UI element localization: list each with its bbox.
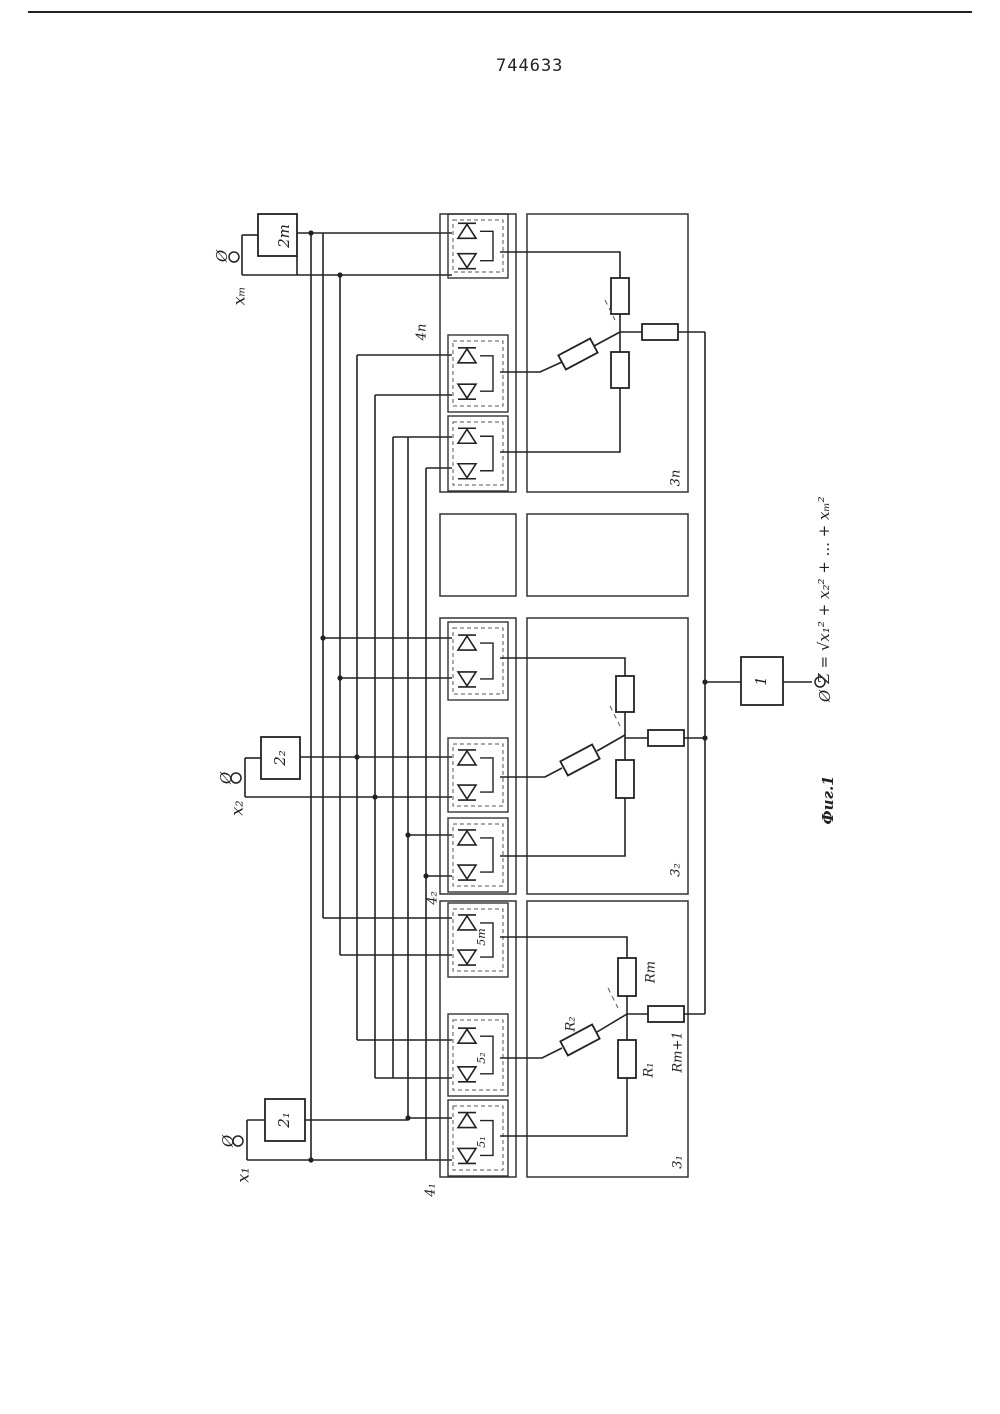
network-31-label: 3₁ xyxy=(671,1155,686,1168)
diode-symbol xyxy=(458,672,476,687)
diode-51-label: 5₁ xyxy=(475,1136,488,1147)
labels: 2m 2₂ 2₁ 1 xₘ x₂ x₁ 4n 4₂ 4₁ 3n 3₂ 3₁ R₁… xyxy=(213,224,837,1198)
resistor-r1-label: R₁ xyxy=(642,1063,657,1079)
diode-symbol xyxy=(458,950,476,965)
switch-cell xyxy=(448,818,508,892)
diode-symbol xyxy=(458,428,476,443)
diode-symbol xyxy=(458,635,476,650)
switch-cell xyxy=(448,622,508,700)
resistor-rm-label: Rm xyxy=(644,961,659,984)
group-41-label: 4₁ xyxy=(424,1183,439,1197)
diode-52-label: 5₂ xyxy=(475,1052,488,1063)
diode-symbol xyxy=(458,1148,476,1163)
diode-link xyxy=(480,356,493,391)
switch-cell xyxy=(448,416,508,491)
input-xm-label: xₘ xyxy=(230,287,249,306)
diode-symbol xyxy=(458,785,476,800)
diode-link xyxy=(480,838,493,872)
figure-label: Фиг.1 xyxy=(819,775,837,824)
diode-cells xyxy=(448,214,508,1176)
switch-cell-inner xyxy=(453,341,503,406)
diode-symbol xyxy=(458,915,476,930)
diode-link xyxy=(480,643,493,679)
diode-symbol xyxy=(458,384,476,399)
diode-symbol xyxy=(458,254,476,269)
switch-cell xyxy=(448,335,508,412)
switch-cell-inner xyxy=(453,422,503,485)
diode-symbol xyxy=(458,223,476,238)
switch-group-outlines xyxy=(440,214,516,1177)
resistor-network-n xyxy=(500,252,705,452)
diode-link xyxy=(480,231,493,260)
diode-5m-label: 5m xyxy=(475,928,488,945)
network-3n-label: 3n xyxy=(669,470,684,487)
resistor-rm1-label: Rm+1 xyxy=(671,1031,686,1073)
group-4n-label: 4n xyxy=(415,324,430,342)
block-22-label: 2₂ xyxy=(271,750,289,767)
diode-symbol xyxy=(458,464,476,479)
switch-cell-inner xyxy=(453,824,503,886)
input-x2-label: x₂ xyxy=(228,800,247,815)
diode-symbol xyxy=(458,750,476,765)
switch-cell-inner xyxy=(453,744,503,806)
diode-symbol xyxy=(458,1113,476,1128)
switch-cell xyxy=(448,738,508,812)
switch-cell-inner xyxy=(453,628,503,694)
terminal-x2-label: Ø xyxy=(217,771,235,785)
diode-symbol xyxy=(458,830,476,845)
switch-cell-inner xyxy=(453,220,503,272)
input-x1-label: x₁ xyxy=(234,1167,253,1182)
diode-symbol xyxy=(458,865,476,880)
diode-link xyxy=(480,758,493,792)
network-outlines xyxy=(527,214,688,1177)
terminal-xm-label: Ø xyxy=(213,249,231,263)
output-formula: Z = √x₁² + x₂² + ... + xₘ² xyxy=(815,496,833,684)
diode-symbol xyxy=(458,348,476,363)
input-x2 xyxy=(231,737,300,797)
output-terminal-label: Ø xyxy=(816,689,834,703)
network-32-label: 3₂ xyxy=(669,863,684,876)
diode-symbol xyxy=(458,1028,476,1043)
switch-cell xyxy=(448,214,508,278)
resistor-r2-label: R₂ xyxy=(564,1017,579,1033)
block-21-label: 2₁ xyxy=(275,1112,293,1129)
output-bus xyxy=(705,332,825,1014)
diode-symbol xyxy=(458,1067,476,1082)
diode-link xyxy=(480,436,493,471)
block-2m-label: 2m xyxy=(275,224,293,249)
block-1-label: 1 xyxy=(752,676,770,686)
bus-lines xyxy=(311,233,426,1160)
terminal-x1-label: Ø xyxy=(219,1134,237,1148)
group-42-label: 4₂ xyxy=(426,891,441,905)
resistor-network-2 xyxy=(500,658,705,856)
input-x1 xyxy=(233,1099,408,1160)
